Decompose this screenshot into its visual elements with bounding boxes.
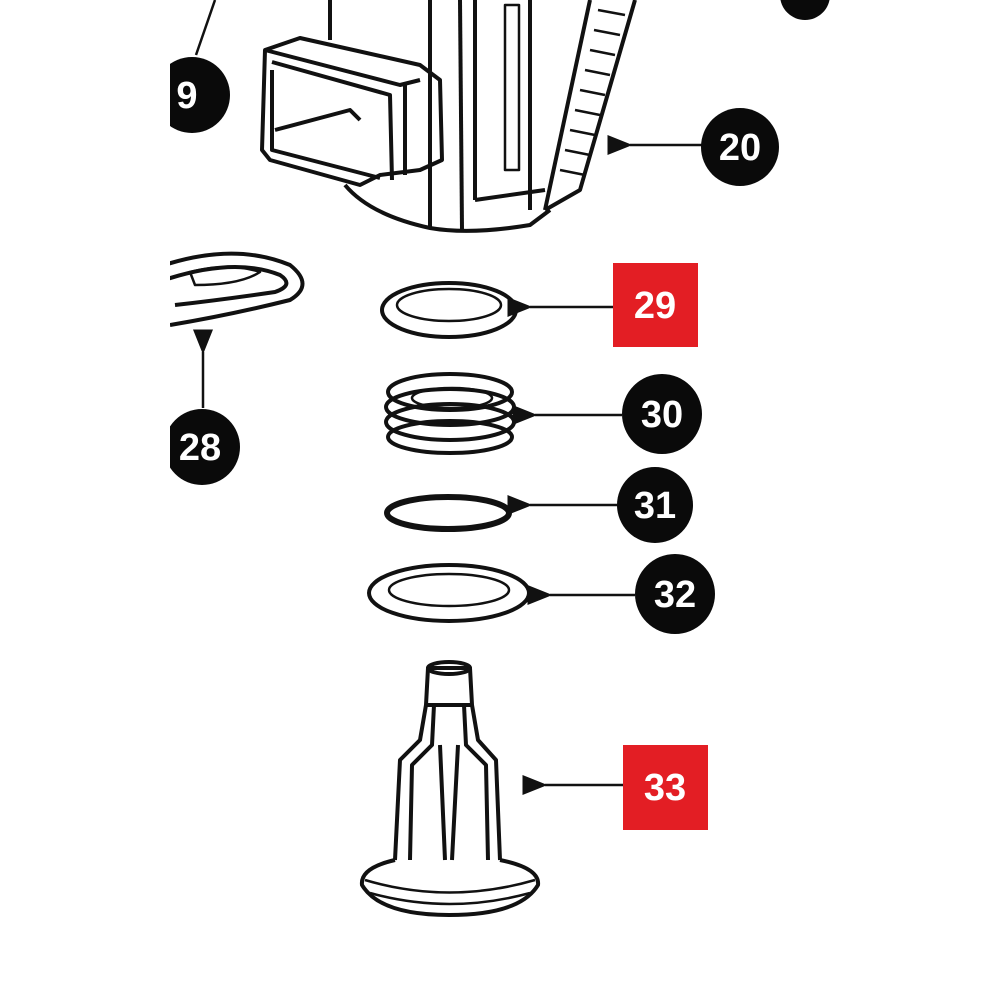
callout-31[interactable]: 31 [617, 467, 693, 543]
callout-19[interactable]: 9 [154, 57, 230, 133]
callout-20[interactable]: 20 [701, 108, 779, 186]
part-33-valve [359, 660, 541, 917]
part-30-spring [384, 372, 516, 455]
callout-31-label: 31 [634, 485, 676, 527]
callout-30-label: 30 [641, 394, 683, 436]
part-28-gasket [170, 251, 305, 327]
callout-19-label: 9 [176, 75, 197, 117]
part-20-handle [260, 0, 637, 233]
part-31-o-ring [384, 494, 512, 532]
callout-20-label: 20 [719, 127, 761, 169]
callout-28-label: 28 [179, 427, 221, 469]
callout-30[interactable]: 30 [622, 374, 702, 454]
callout-28[interactable]: 28 [164, 409, 240, 485]
leader-lines [193, 0, 702, 795]
part-32-washer [367, 563, 531, 623]
callout-33[interactable]: 33 [623, 745, 708, 830]
callout-32-label: 32 [654, 574, 696, 616]
callout-33-label: 33 [644, 767, 686, 809]
callout-32[interactable]: 32 [635, 554, 715, 634]
leader-19 [194, 0, 217, 56]
callout-29-label: 29 [634, 285, 676, 327]
part-29-o-ring [380, 281, 518, 339]
callout-29[interactable]: 29 [613, 263, 698, 347]
callout-partial-top-right [780, 0, 830, 20]
